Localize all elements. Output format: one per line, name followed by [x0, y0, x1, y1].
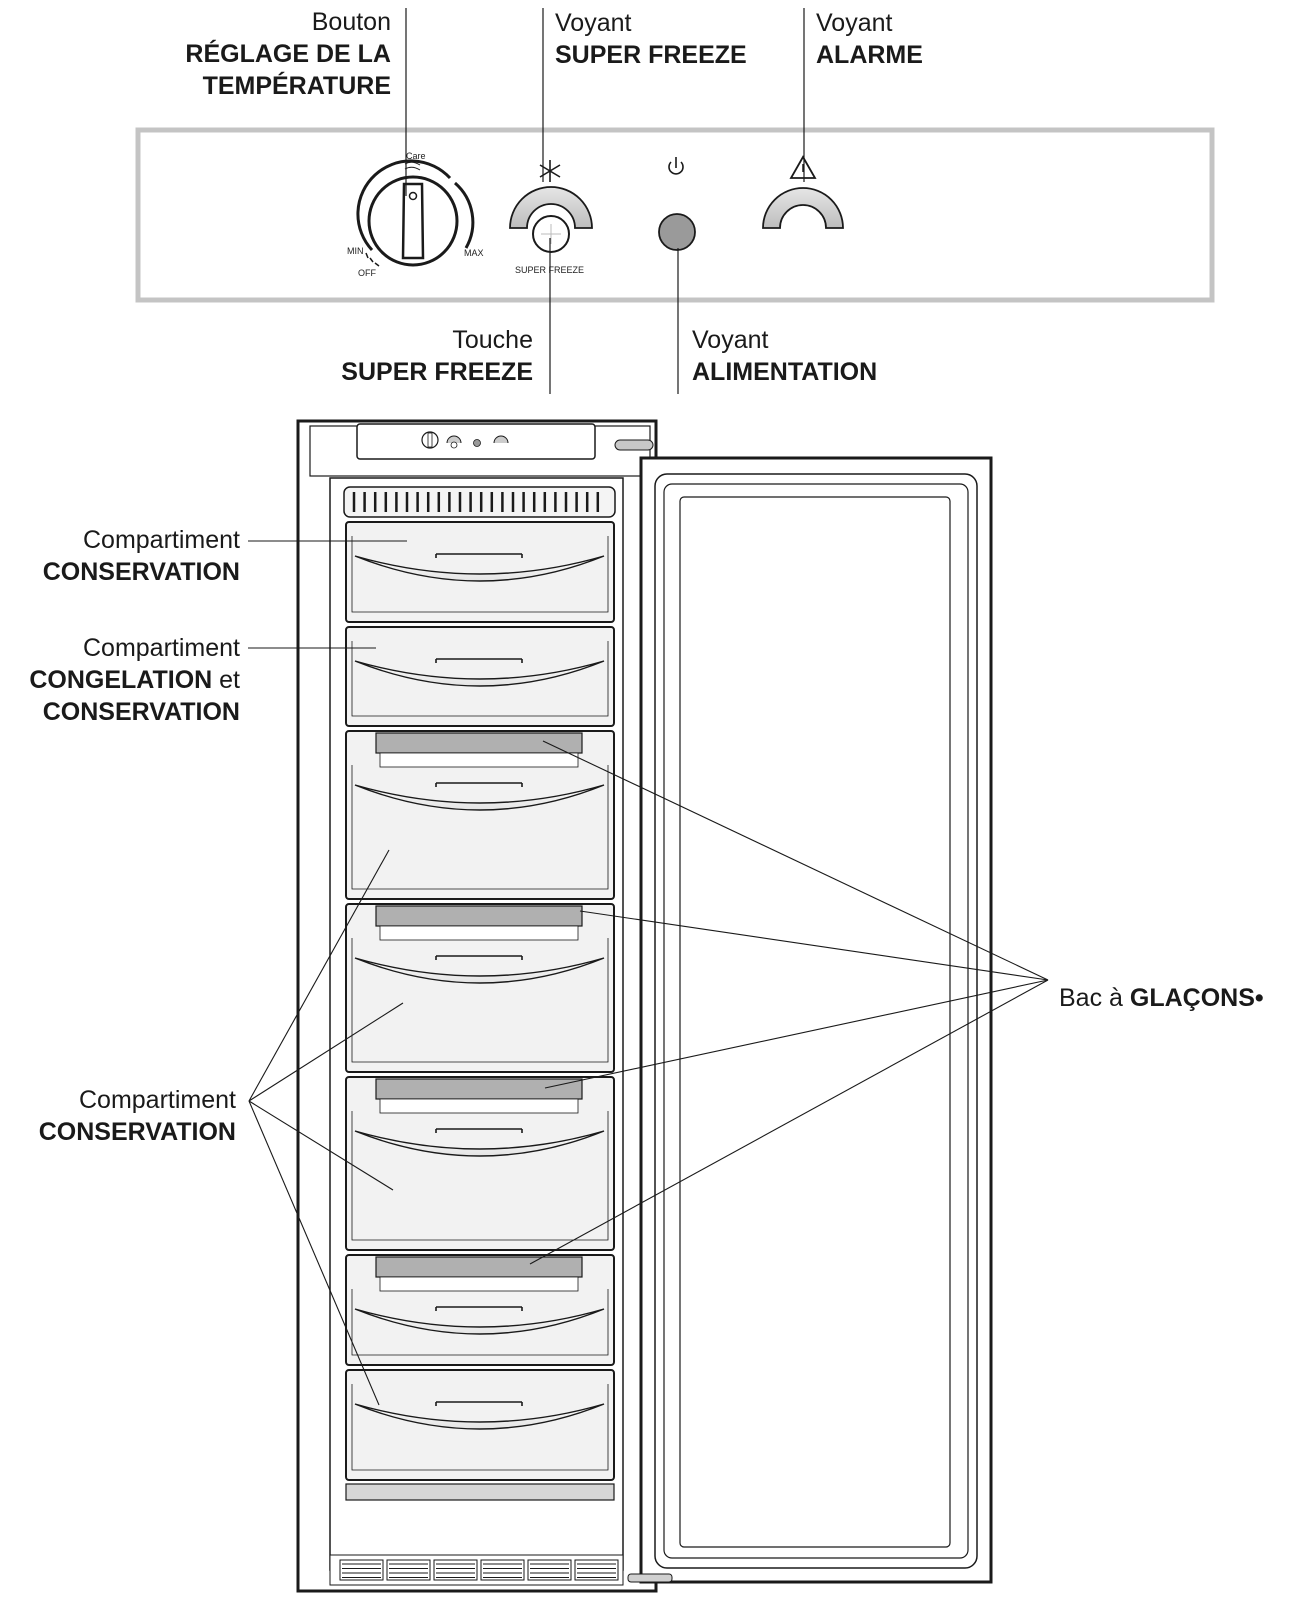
drawer[interactable]: [345, 1254, 615, 1366]
ice-tray[interactable]: [375, 1078, 583, 1100]
grille-block: [339, 1559, 384, 1581]
super-freeze-button-callout: Touche SUPER FREEZE: [341, 326, 533, 386]
drawer[interactable]: [345, 1076, 615, 1251]
power-icon: [668, 157, 684, 175]
power-light-callout: Voyant ALIMENTATION: [692, 326, 878, 386]
drawer-base: [345, 1483, 615, 1501]
compartment-conservation-callout: Compartiment CONSERVATION: [38, 1086, 236, 1146]
compartment-congelation-callout: Compartiment CONGELATION et CONSERVATION: [29, 634, 240, 726]
grille-block: [433, 1559, 478, 1581]
dial-off-label: OFF: [358, 268, 376, 278]
super-freeze-light: [509, 186, 593, 229]
temperature-knob-callout: Bouton RÉGLAGE DE LA TEMPÉRATURE: [185, 8, 391, 100]
super-freeze-light-callout: Voyant SUPER FREEZE: [555, 9, 747, 69]
grille-block: [480, 1559, 525, 1581]
grille-block: [386, 1559, 431, 1581]
dial-max-label: MAX: [464, 248, 484, 258]
ice-tray[interactable]: [375, 905, 583, 927]
alarm-light-callout: Voyant ALARME: [816, 9, 923, 69]
drawer[interactable]: [345, 521, 615, 623]
dial-min-label: MIN: [347, 246, 364, 256]
drawer[interactable]: [345, 903, 615, 1073]
grille-block: [574, 1559, 619, 1581]
drawer-stack: [345, 521, 615, 1501]
drawer[interactable]: [345, 626, 615, 727]
panel-leader-lines: [405, 8, 805, 394]
compartment-conservation-top-callout: Compartiment CONSERVATION: [42, 526, 240, 586]
warning-icon: [789, 155, 817, 179]
dial-care-label: Care: [406, 151, 426, 161]
super-freeze-button[interactable]: [532, 215, 570, 253]
ice-tray[interactable]: [375, 732, 583, 754]
ice-tray[interactable]: [375, 1256, 583, 1278]
alarm-light: [762, 187, 844, 229]
cabinet-leader-lines: [248, 540, 1049, 1406]
grille-block: [527, 1559, 572, 1581]
power-light: [658, 213, 696, 251]
drawer[interactable]: [345, 730, 615, 900]
ice-tray-callout: Bac à GLAÇONS•: [1059, 984, 1264, 1012]
freezer-door[interactable]: [627, 456, 993, 1584]
drawer[interactable]: [345, 1369, 615, 1481]
temperature-knob[interactable]: [356, 159, 475, 267]
